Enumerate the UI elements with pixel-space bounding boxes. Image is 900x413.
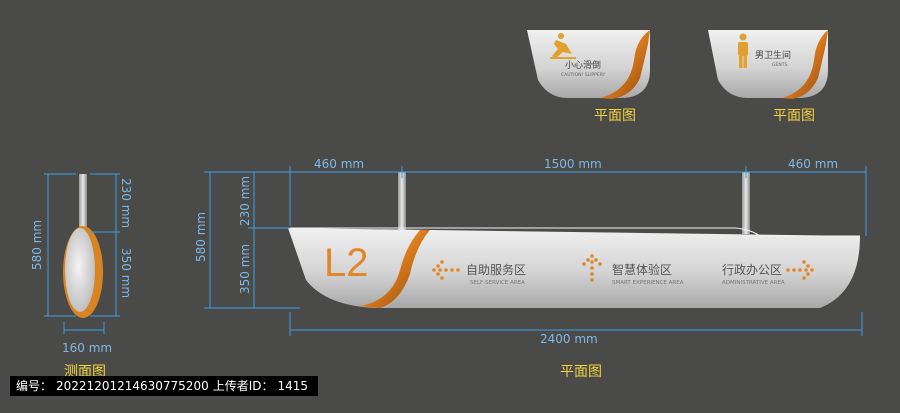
- side-overall-height: 580 mm: [30, 220, 44, 270]
- arrow-left-icon: [432, 260, 460, 280]
- pole-left: [398, 172, 406, 234]
- dim-body-height: 350 mm: [238, 244, 252, 294]
- main-dimension-lines: [204, 166, 867, 336]
- direction-smart-experience: 智慧体验区 SMART EXPERIENCE AREA: [582, 254, 684, 286]
- side-width: 160 mm: [62, 341, 112, 355]
- dim-middle-span: 1500 mm: [544, 157, 602, 171]
- caption-main: 平面图: [560, 364, 602, 380]
- footer-id-value: 20221201214630775200: [56, 379, 209, 393]
- small-sign-restroom: 男卫生间 GENTS 平面图: [708, 30, 828, 124]
- arrow-right-icon: [786, 260, 814, 280]
- caution-slippery-icon: [550, 33, 576, 59]
- male-restroom-icon: [738, 33, 748, 68]
- side-view: 580 mm 230 mm 350 mm 160 mm 测面图: [30, 173, 133, 380]
- pole-right: [742, 172, 750, 234]
- direction-zh: 智慧体验区: [612, 262, 672, 277]
- footer-uploader-label: 上传者ID：: [212, 379, 274, 393]
- caption-top-left: 平面图: [594, 108, 636, 124]
- direction-administrative: 行政办公区 ADMINISTRATIVE AREA: [722, 260, 814, 286]
- small-sign-en: CAUTION! SLIPPERY: [561, 72, 606, 78]
- footer-uploader-value: 1415: [277, 379, 309, 393]
- footer-id-label: 编号：: [16, 379, 53, 393]
- main-sign: L2 自助服务区 SELF-SERVICE AREA 智慧体验区 SMART E…: [194, 157, 867, 380]
- dim-overall-height: 580 mm: [194, 212, 208, 262]
- small-sign-zh: 小心滑倒: [565, 59, 601, 71]
- side-body-height: 350 mm: [119, 248, 133, 298]
- direction-self-service: 自助服务区 SELF-SERVICE AREA: [432, 260, 526, 286]
- dim-total-width: 2400 mm: [540, 332, 598, 346]
- small-sign-zh: 男卫生间: [755, 49, 791, 61]
- direction-en: SELF-SERVICE AREA: [470, 280, 525, 286]
- main-sign-body: [288, 228, 860, 308]
- floor-label: L2: [324, 241, 369, 285]
- small-sign-en: GENTS: [772, 62, 787, 68]
- dim-right-gap: 460 mm: [788, 157, 838, 171]
- dim-pole-height: 230 mm: [238, 176, 252, 226]
- side-view-pole: [79, 174, 87, 232]
- caption-top-right: 平面图: [773, 108, 815, 124]
- dim-left-gap: 460 mm: [314, 157, 364, 171]
- direction-en: ADMINISTRATIVE AREA: [722, 280, 785, 286]
- side-pole-height: 230 mm: [119, 178, 133, 228]
- main-sign-ribbon: [360, 230, 430, 308]
- direction-zh: 自助服务区: [466, 262, 526, 277]
- direction-zh: 行政办公区: [722, 262, 782, 277]
- small-sign-caution: 小心滑倒 CAUTION! SLIPPERY 平面图: [527, 30, 650, 124]
- direction-en: SMART EXPERIENCE AREA: [612, 280, 684, 286]
- arrow-up-icon: [582, 254, 602, 282]
